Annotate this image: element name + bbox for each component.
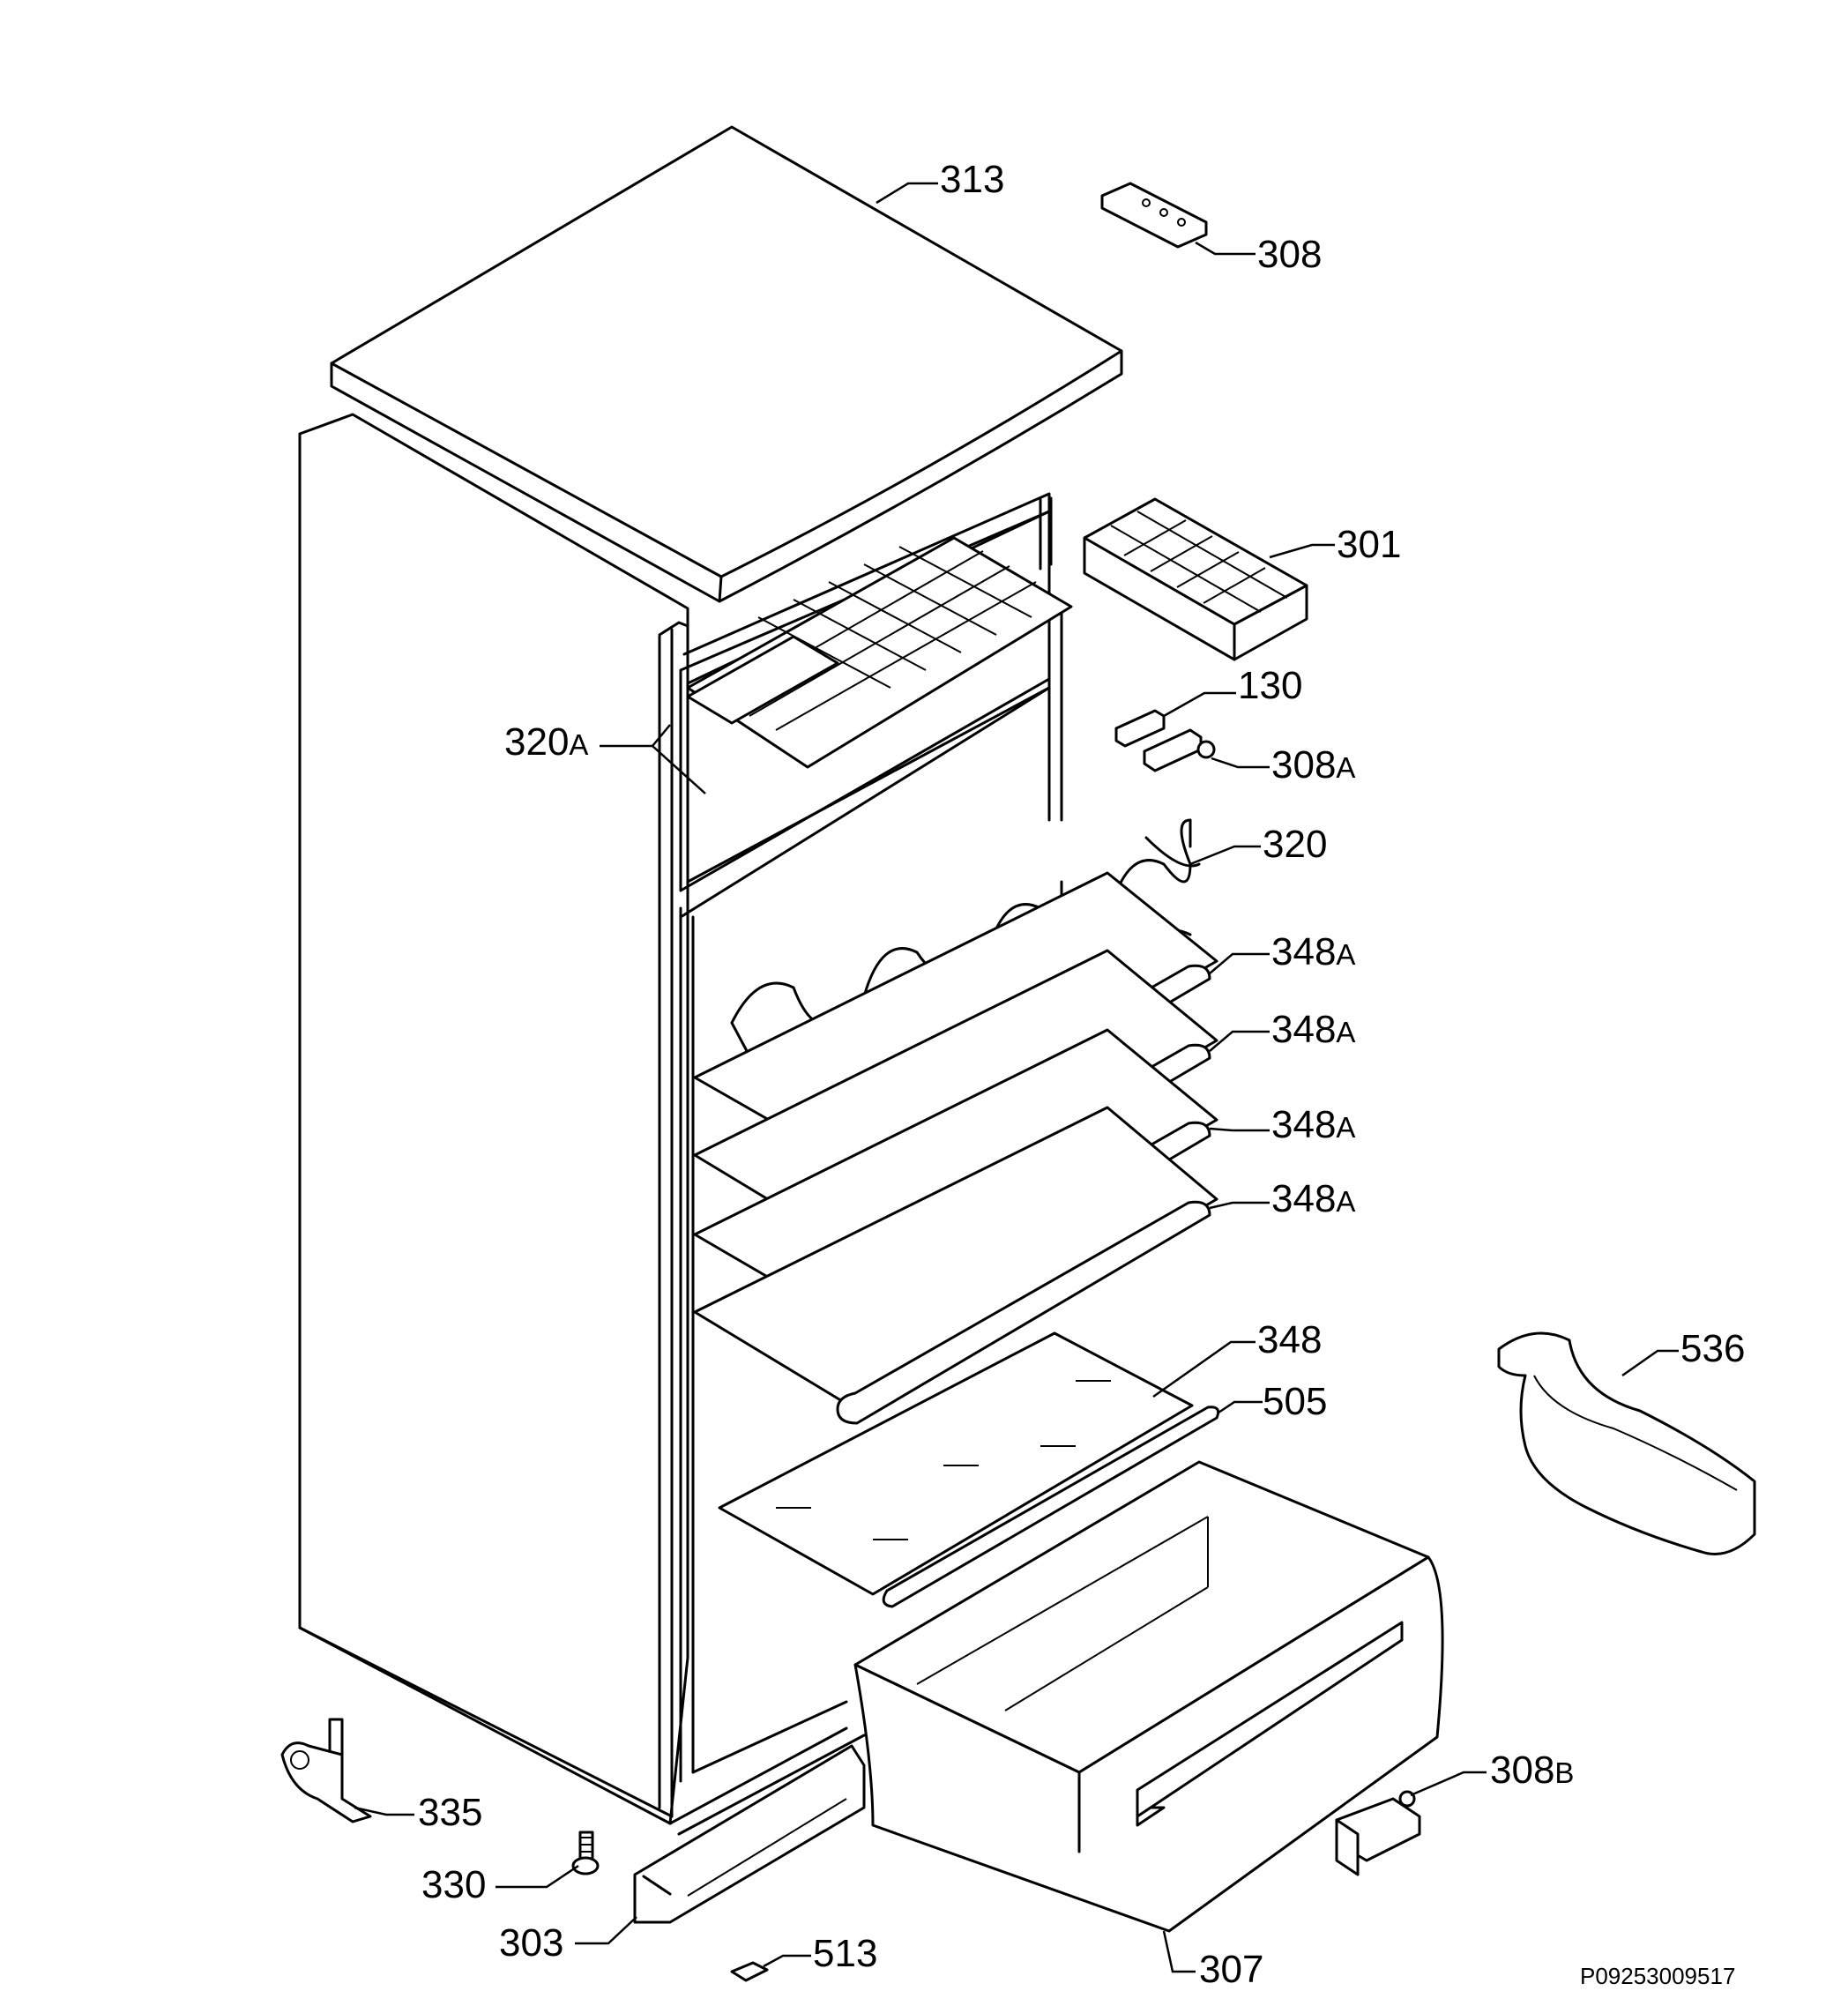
svg-text:307: 307 [1199, 1948, 1263, 1991]
svg-text:348A: 348A [1271, 930, 1355, 973]
label-348a-1: 348A [1271, 930, 1355, 973]
label-313: 313 [940, 158, 1004, 201]
svg-text:308A: 308A [1271, 743, 1355, 787]
label-348a-2: 348A [1271, 1008, 1355, 1051]
drawing-code: P09253009517 [1580, 1963, 1735, 1989]
svg-text:130: 130 [1238, 664, 1302, 707]
glass-shelf-348 [718, 1331, 1194, 1596]
svg-text:330: 330 [421, 1863, 486, 1906]
glass-shelf-348a-4 [693, 1106, 1218, 1425]
label-307: 307 [1199, 1948, 1263, 1991]
leader-lines [354, 182, 1679, 1973]
label-308b: 308B [1490, 1749, 1574, 1792]
bottom-hinge-308b [1335, 1790, 1421, 1876]
label-505: 505 [1263, 1380, 1327, 1423]
svg-text:308B: 308B [1490, 1749, 1574, 1792]
label-308a: 308A [1271, 743, 1355, 787]
label-348: 348 [1257, 1318, 1322, 1361]
svg-text:320A: 320A [504, 720, 588, 764]
svg-text:348A: 348A [1271, 1008, 1355, 1051]
label-320: 320 [1263, 823, 1327, 866]
label-130: 130 [1238, 664, 1302, 707]
screw-330 [571, 1831, 600, 1875]
svg-text:320: 320 [1263, 823, 1327, 866]
hinge-308a [1143, 728, 1216, 772]
label-320a: 320A [504, 720, 588, 764]
svg-text:301: 301 [1337, 523, 1401, 566]
label-335: 335 [418, 1791, 482, 1834]
top-hinge-308 [1100, 182, 1208, 249]
svg-text:303: 303 [499, 1921, 563, 1965]
cabinet-body [298, 413, 1063, 1836]
part-130 [1114, 709, 1166, 748]
label-330: 330 [421, 1863, 486, 1906]
part-513 [730, 1961, 769, 1982]
label-513: 513 [813, 1932, 877, 1975]
label-348a-3: 348A [1271, 1103, 1355, 1146]
freezer-wire-shelf [686, 536, 1073, 769]
trim-strip-505 [882, 1406, 1220, 1608]
svg-text:308: 308 [1257, 233, 1322, 276]
label-308: 308 [1257, 233, 1322, 276]
svg-text:348A: 348A [1271, 1103, 1355, 1146]
svg-text:536: 536 [1680, 1327, 1745, 1370]
svg-text:513: 513 [813, 1932, 877, 1975]
label-303: 303 [499, 1921, 563, 1965]
svg-text:348: 348 [1257, 1318, 1322, 1361]
ice-tray-301 [1083, 497, 1308, 661]
label-301: 301 [1337, 523, 1401, 566]
svg-text:335: 335 [418, 1791, 482, 1834]
top-cover-313 [330, 125, 1123, 603]
svg-text:348A: 348A [1271, 1177, 1355, 1220]
door-shelf-536 [1497, 1331, 1756, 1555]
label-348a-4: 348A [1271, 1177, 1355, 1220]
svg-text:313: 313 [940, 158, 1004, 201]
crisper-drawer-307 [853, 1460, 1444, 1933]
plinth-303 [633, 1744, 866, 1924]
foot-335 [280, 1718, 372, 1823]
svg-text:505: 505 [1263, 1380, 1327, 1423]
label-536: 536 [1680, 1327, 1745, 1370]
